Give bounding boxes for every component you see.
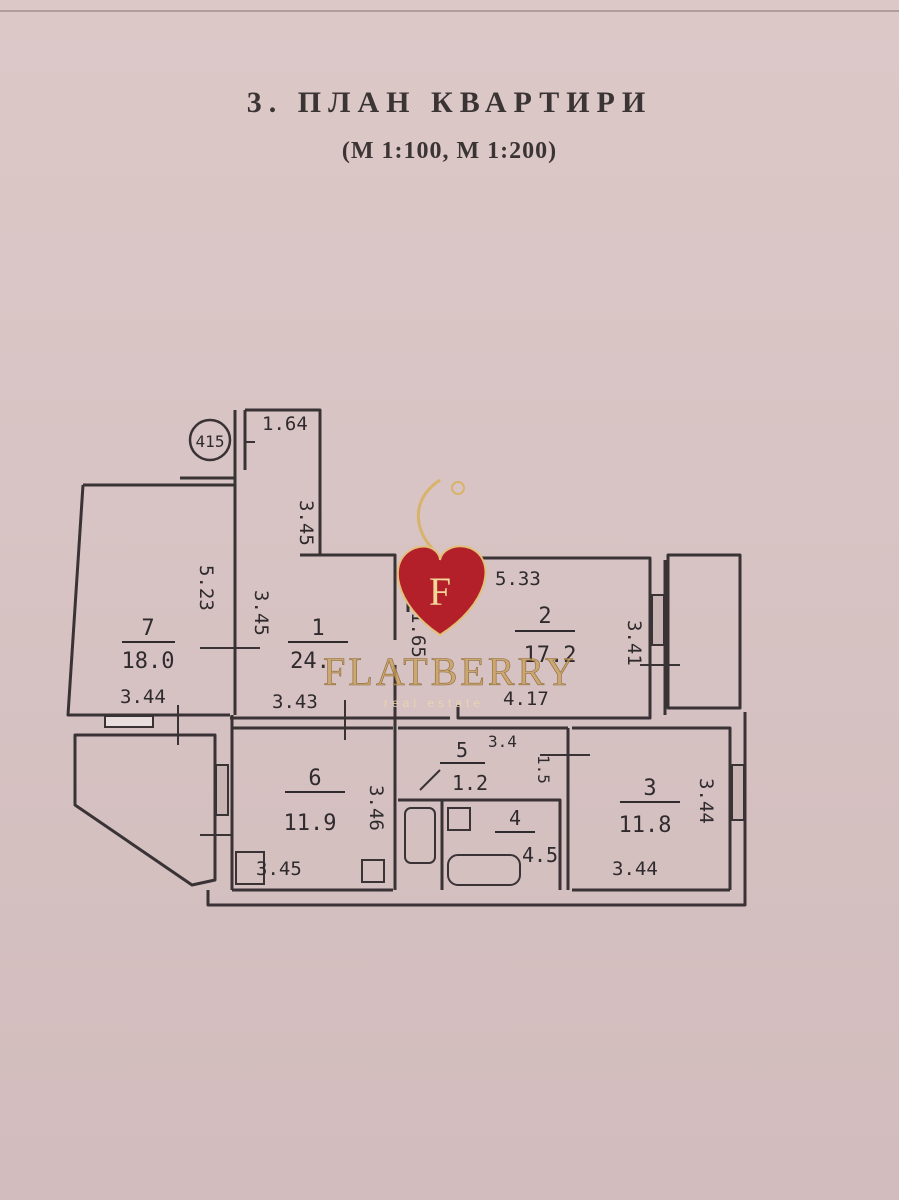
logo-monogram: F	[429, 569, 451, 614]
tick-marks	[177, 441, 680, 836]
room-area: 4.5	[522, 843, 558, 867]
dim-corridor-top: 3.4	[488, 732, 517, 751]
room-number: 7	[141, 616, 154, 641]
scale-note: (М 1:100, М 1:200)	[341, 138, 558, 164]
dim-room7-side: 5.23	[195, 565, 217, 611]
dim-room3-side: 3.44	[695, 778, 717, 824]
watermark-logo: F FLATBERRY real estate	[323, 478, 577, 710]
room-4: 4 4.5	[495, 806, 558, 867]
dim-loggia-side: 3.45	[295, 500, 317, 546]
room-number: 4	[509, 806, 521, 830]
dim-room6-bottom: 3.45	[256, 858, 302, 880]
brand-tagline: real estate	[384, 696, 484, 710]
toilet-icon	[404, 807, 436, 864]
window-room2	[651, 594, 665, 646]
dim-loggia-top: 1.64	[262, 413, 308, 435]
room-area: 18.0	[122, 649, 175, 674]
dim-room2-top: 5.33	[495, 568, 541, 590]
room-number: 2	[538, 604, 551, 629]
document-title: 3. ПЛАН КВАРТИРИ	[246, 86, 653, 119]
room-area: 24.	[290, 649, 330, 674]
window-room3	[731, 764, 745, 821]
room-5: 5 1.2	[440, 738, 488, 795]
room-area: 1.2	[452, 771, 488, 795]
dim-hall-vertical: 3.45	[250, 590, 272, 636]
dimension-labels: 1.64 3.45 3.45 5.23 3.44 3.43 5.33 3.4 1 …	[120, 413, 717, 880]
room-7: 7 18.0	[122, 616, 175, 674]
room-6: 6 11.9	[284, 766, 345, 836]
window-room6	[215, 764, 229, 816]
page-top-rule	[0, 10, 899, 12]
dim-room2-bottom: 4.17	[503, 688, 549, 710]
marker-415: 415	[188, 418, 232, 462]
dim-room7-bottom: 3.44	[120, 686, 166, 708]
room-area: 11.9	[284, 811, 337, 836]
cherry-heart-icon	[396, 545, 487, 637]
fixtures	[235, 807, 521, 886]
dim-room1-bottom: 3.43	[272, 691, 318, 713]
bathtub-icon	[447, 854, 521, 886]
marker-label: 415	[196, 432, 225, 451]
window-room7	[104, 715, 154, 728]
room-number: 1	[311, 616, 324, 641]
brand-name: FLATBERRY	[323, 649, 577, 694]
room-1: 1 24.	[288, 616, 348, 674]
room-labels: 7 18.0 1 24. 2 17.2 5 1.2 4 4.5 6 11.9	[122, 604, 680, 867]
room-number: 6	[308, 766, 321, 791]
dim-room3-bottom: 3.44	[612, 858, 658, 880]
room-area: 11.8	[619, 813, 672, 838]
room-number: 5	[456, 738, 468, 762]
dim-room2-inner: 1.65	[407, 612, 429, 658]
windows	[104, 594, 745, 821]
sink-icon	[447, 807, 471, 831]
room-number: 3	[643, 776, 656, 801]
kitchen-sink-icon	[361, 859, 385, 883]
logo-stem-icon	[416, 478, 441, 550]
stove-icon	[235, 851, 265, 885]
dim-room2-side: 3.41	[623, 620, 645, 666]
room-area: 17.2	[524, 643, 577, 668]
dim-room6-side: 3.46	[365, 785, 387, 831]
room-2: 2 17.2	[515, 604, 576, 668]
room-3: 3 11.8	[619, 776, 680, 838]
dim-corridor-side: 1.5	[534, 755, 553, 784]
